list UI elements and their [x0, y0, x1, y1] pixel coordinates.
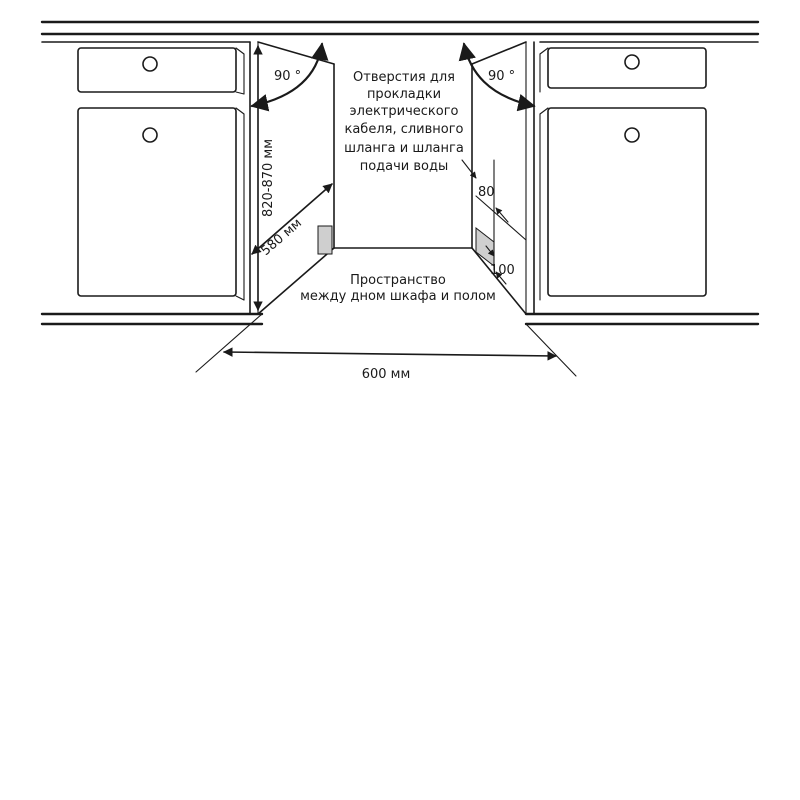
holes-note-line-4: кабеля, сливного [344, 122, 463, 137]
holes-note-line-1: Отверстия для [353, 70, 455, 85]
angle-right-label: 90 ° [488, 69, 515, 84]
gap-note-line-1: Пространство [350, 273, 446, 288]
handle-knob [142, 56, 158, 72]
handle-knob [142, 127, 158, 143]
gap-note-line-2: между дном шкафа и полом [300, 289, 496, 304]
angle-left-label: 90 ° [274, 69, 301, 84]
right-cabinet [525, 41, 707, 315]
small-dimensions [461, 159, 509, 285]
left-cabinet [77, 41, 259, 315]
height-dimension-label: 820-870 мм [261, 139, 276, 217]
dim-100-label: 100 [490, 263, 515, 278]
depth-dimension-label: 580 мм [258, 216, 304, 259]
holes-note-line-2: прокладки [367, 87, 441, 102]
service-hole-right [475, 226, 495, 268]
holes-note-line-6: подачи воды [360, 159, 449, 174]
holes-note-line-5: шланга и шланга [344, 141, 464, 156]
countertop [40, 20, 760, 43]
door-swing-right [458, 42, 536, 112]
holes-note-line-3: электрического [350, 104, 459, 119]
width-dimension [195, 313, 577, 377]
depth-dimension [251, 183, 333, 255]
plinth [40, 312, 760, 326]
width-dimension-label: 600 мм [362, 367, 411, 382]
service-hole-left [317, 225, 333, 255]
door-swing-left [250, 42, 329, 112]
dim-80-label: 80 [478, 185, 495, 200]
handle-knob [624, 127, 640, 143]
handle-knob [624, 54, 640, 70]
